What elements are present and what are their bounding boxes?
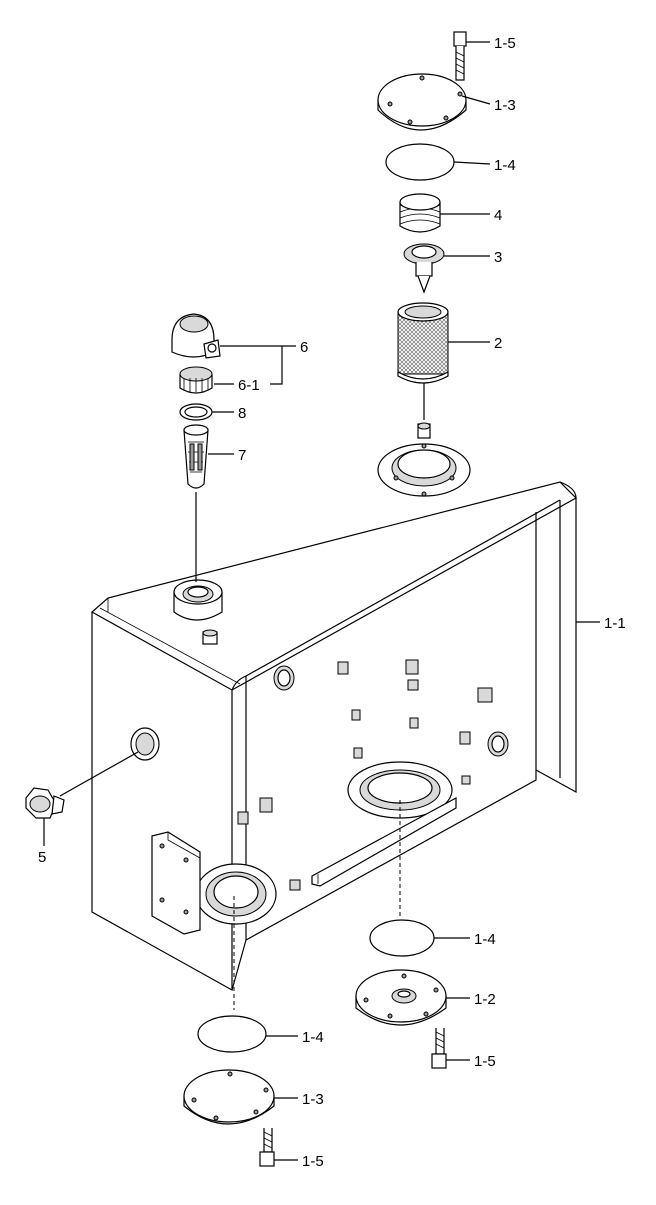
label-cover-top: 1-3 <box>494 97 516 114</box>
tank-body <box>90 481 577 992</box>
label-cover-bottom-right: 1-2 <box>474 991 496 1008</box>
label-bolt-bottom-left: 1-5 <box>302 1153 324 1170</box>
label-o-ring-bottom-right: 1-4 <box>474 931 496 948</box>
strainer <box>397 302 490 384</box>
assembly-lines <box>59 380 425 1010</box>
cover-top <box>377 73 491 131</box>
label-ring: 8 <box>238 405 246 422</box>
label-spring: 4 <box>494 207 502 224</box>
bottom-flange-right <box>311 761 457 887</box>
o-ring-bottom-left <box>197 1015 298 1053</box>
filler-port <box>173 579 223 645</box>
label-tank: 1-1 <box>604 615 626 632</box>
drain-plug <box>25 787 65 846</box>
label-bolt-bottom-right: 1-5 <box>474 1053 496 1070</box>
cover-bottom-left <box>183 1069 298 1125</box>
ring <box>179 403 234 421</box>
label-breather-cap: 6 <box>300 339 308 356</box>
label-cover-bottom-left: 1-3 <box>302 1091 324 1108</box>
breather-element <box>179 346 283 394</box>
filler-strainer <box>183 424 234 489</box>
o-ring-top <box>385 143 491 181</box>
label-valve: 3 <box>494 249 502 266</box>
label-o-ring-bottom-left: 1-4 <box>302 1029 324 1046</box>
spring <box>399 193 490 233</box>
cover-bottom-right <box>355 969 470 1026</box>
label-filler-strainer: 7 <box>238 447 246 464</box>
bolt-bottom-right <box>431 1028 470 1069</box>
front-bosses <box>237 659 509 891</box>
bolt-top <box>453 31 490 81</box>
bottom-flange-left <box>151 831 277 935</box>
label-breather-element: 6-1 <box>238 377 260 394</box>
side-port <box>130 727 160 761</box>
label-bolt-top: 1-5 <box>494 35 516 52</box>
label-drain-plug: 5 <box>38 849 46 866</box>
valve <box>403 243 490 294</box>
filter-port <box>377 422 471 497</box>
breather-cap <box>171 313 296 359</box>
label-o-ring-top: 1-4 <box>494 157 516 174</box>
label-strainer: 2 <box>494 335 502 352</box>
o-ring-bottom-right <box>369 919 470 957</box>
bolt-bottom-left <box>259 1128 298 1167</box>
